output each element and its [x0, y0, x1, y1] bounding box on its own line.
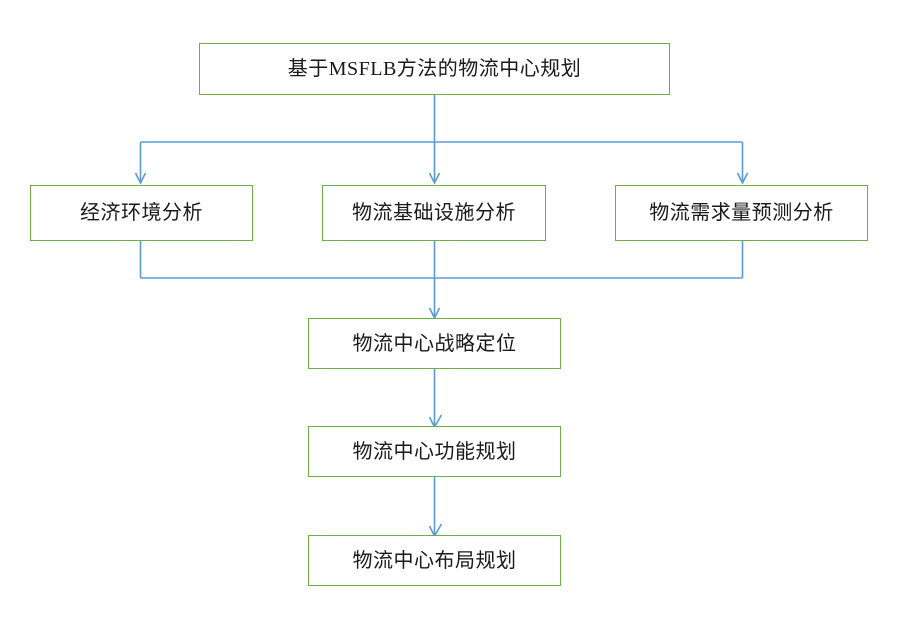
arrowhead-to-infrastructure [428, 172, 441, 185]
node-layout-planning[interactable]: 物流中心布局规划 [308, 535, 561, 586]
node-root-label: 基于MSFLB方法的物流中心规划 [287, 58, 582, 80]
node-logistics-demand-forecast-analysis-label: 物流需求量预测分析 [649, 202, 834, 224]
node-economic-environment-analysis[interactable]: 经济环境分析 [30, 185, 253, 241]
node-functional-planning-label: 物流中心功能规划 [352, 440, 517, 463]
arrowhead-to-economic [134, 172, 147, 185]
node-logistics-infrastructure-analysis[interactable]: 物流基础设施分析 [322, 185, 546, 241]
arrowhead-to-strategic [428, 307, 441, 320]
arrowhead-to-demand [736, 172, 749, 185]
node-strategic-positioning-label: 物流中心战略定位 [352, 332, 517, 355]
node-strategic-positioning[interactable]: 物流中心战略定位 [308, 318, 561, 369]
node-layout-planning-label: 物流中心布局规划 [352, 549, 517, 572]
node-root[interactable]: 基于MSFLB方法的物流中心规划 [199, 43, 670, 95]
node-economic-environment-analysis-label: 经济环境分析 [80, 202, 203, 224]
node-functional-planning[interactable]: 物流中心功能规划 [308, 426, 561, 477]
node-logistics-infrastructure-analysis-label: 物流基础设施分析 [352, 202, 516, 224]
node-logistics-demand-forecast-analysis[interactable]: 物流需求量预测分析 [615, 185, 868, 241]
